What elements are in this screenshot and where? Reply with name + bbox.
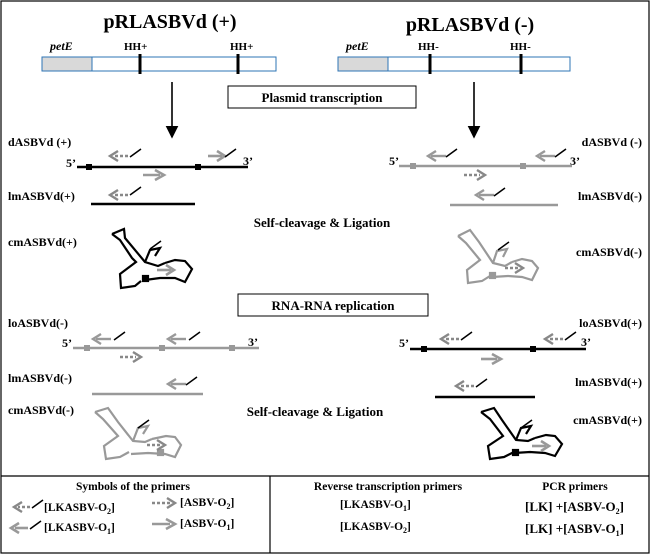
strand-three-tr: 3’ (570, 154, 580, 168)
strand-lo-minus (73, 331, 259, 364)
strand-five-tl: 5’ (66, 156, 76, 170)
legend-rt-primer-1: [LKASBV-O1] (340, 499, 411, 513)
plasmid-right-site2: HH- (510, 41, 531, 53)
replication-label: RNA-RNA replication (272, 298, 396, 313)
strand-lm-plus (91, 186, 195, 206)
species-right-lm2: lmASBVd(+) (575, 375, 642, 389)
strand-d-minus (399, 148, 572, 182)
plasmid-right-promoter: petE (345, 39, 369, 53)
species-left-lo: loASBVd(-) (8, 316, 68, 330)
legend-label-p3: [LKASBV-O1] (44, 522, 115, 536)
legend-symbol-lkasbv-o1 (8, 520, 42, 535)
plasmid-left-title: pRLASBVd (+) (103, 11, 236, 33)
species-right-cm: cmASBVd(-) (576, 245, 642, 259)
strand-five-bl: 5’ (62, 336, 72, 350)
circle-cm2-plus (480, 406, 564, 461)
plasmid-left-promoter: petE (49, 39, 73, 53)
legend-label-p4: [ASBV-O1] (180, 518, 234, 532)
species-left-lm: lmASBVd(+) (8, 189, 75, 203)
strand-three-br: 3’ (581, 335, 591, 349)
circle-cm-plus (111, 227, 194, 290)
transcription-label: Plasmid transcription (262, 90, 384, 105)
species-left-cm: cmASBVd(+) (8, 235, 77, 249)
legend-symbol-asbv-o2 (152, 496, 178, 510)
legend-pcr-pair-2: [LK] +[ASBV-O1] (525, 521, 624, 538)
plasmid-right-site1: HH- (418, 41, 439, 53)
primer-set-tl (107, 148, 237, 182)
strand-lm2-plus (435, 378, 535, 399)
species-right-lo: loASBVd(+) (579, 316, 642, 330)
circle-cm-minus (457, 228, 540, 285)
species-left-d: dASBVd (+) (8, 135, 71, 149)
strand-three-bl: 3’ (248, 335, 258, 349)
legend-pcr-header: PCR primers (542, 481, 608, 493)
cleavage-label-bottom: Self-cleavage & Ligation (247, 404, 384, 419)
legend-pcr-pair-1: [LK] +[ASBV-O2] (525, 499, 624, 516)
legend-symbol-lkasbv-o2 (11, 499, 44, 514)
replication-box (237, 293, 429, 317)
strand-d-plus (77, 164, 248, 170)
legend-symbol-asbv-o1 (152, 517, 178, 531)
strand-lm2-minus (92, 376, 203, 396)
transcription-box (227, 85, 417, 109)
strand-lo-plus (410, 331, 586, 366)
species-right-lm: lmASBVd(-) (578, 189, 642, 203)
species-left-lm2: lmASBVd(-) (8, 371, 72, 385)
legend-label-p2: [ASBV-O2] (180, 497, 234, 511)
plasmid-right-title: pRLASBVd (-) (406, 14, 534, 36)
legend-symbols-header: Symbols of the primers (76, 481, 191, 493)
legend-label-p1: [LKASBV-O2] (44, 502, 115, 516)
plasmid-right-map (337, 54, 571, 74)
plasmid-left-site2: HH+ (230, 41, 253, 53)
strand-five-br: 5’ (399, 336, 409, 350)
plasmid-left-map (41, 54, 277, 74)
strand-five-tr: 5’ (389, 154, 399, 168)
plasmid-left-site1: HH+ (124, 41, 147, 53)
legend-rt-primer-2: [LKASBV-O2] (340, 521, 411, 535)
strand-lm-minus (450, 187, 558, 207)
species-right-cm2: cmASBVd(+) (573, 413, 642, 427)
circle-cm2-minus (94, 406, 183, 461)
legend-rt-header: Reverse transcription primers (314, 481, 463, 493)
cleavage-label-top: Self-cleavage & Ligation (254, 215, 391, 230)
strand-three-tl: 3’ (243, 154, 253, 168)
species-right-d: dASBVd (-) (582, 135, 642, 149)
species-left-cm2: cmASBVd(-) (8, 403, 74, 417)
